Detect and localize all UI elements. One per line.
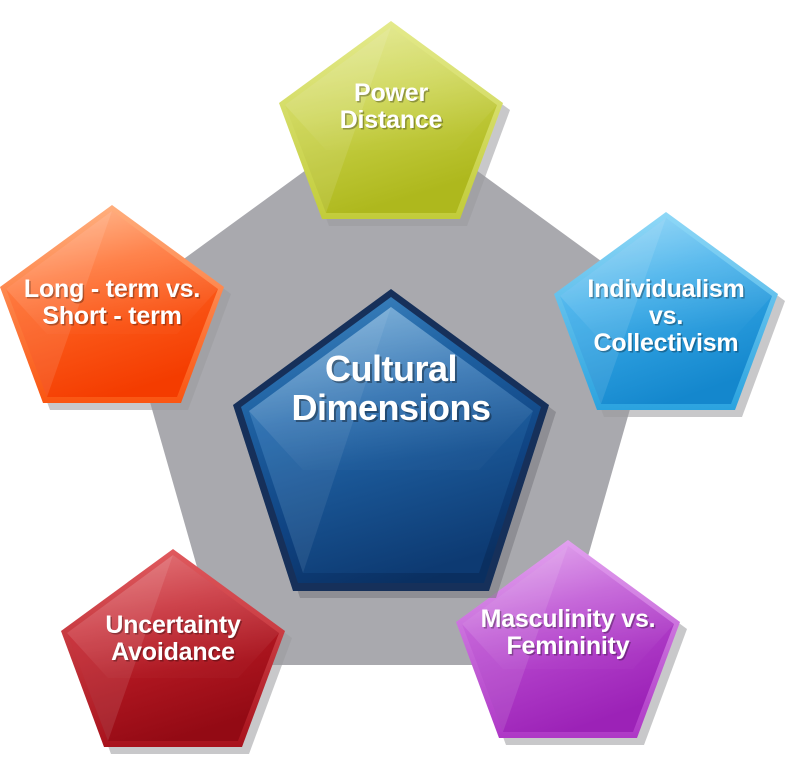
node-uncertainty-avoidance[interactable]	[61, 549, 292, 754]
node-individualism-vs-collectivism[interactable]	[554, 212, 785, 417]
node-power-distance[interactable]	[279, 21, 510, 226]
node-cultural-dimensions-center[interactable]	[233, 289, 556, 598]
node-long-term-vs-short-term[interactable]	[0, 205, 231, 410]
node-masculinity-vs-femininity[interactable]	[456, 540, 687, 745]
